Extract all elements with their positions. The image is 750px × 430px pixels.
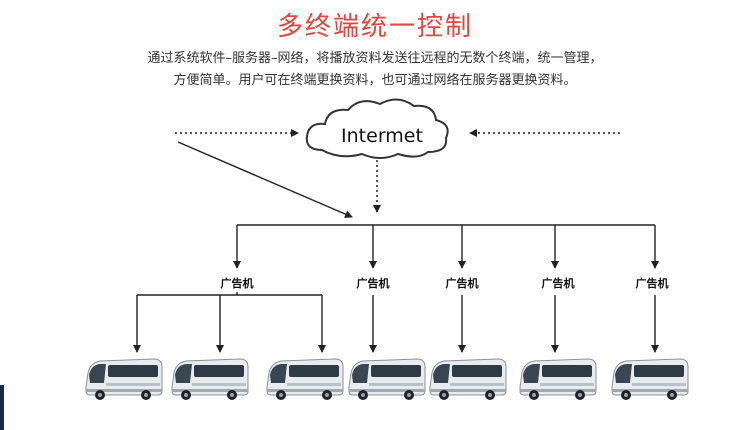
- bus-icon: [429, 358, 507, 401]
- player-label-4: 广告机: [542, 276, 575, 290]
- diagonal-arrow: [177, 141, 353, 218]
- player-label-5: 广告机: [636, 276, 669, 290]
- player-label-3: 广告机: [446, 276, 479, 290]
- cloud-label: Intermet: [341, 125, 423, 147]
- description-line-1: 通过系统软件–服务器–网络，将播放资料发送往远程的无数个终端，统一管理，: [147, 51, 603, 66]
- player-label-1: 广告机: [221, 276, 254, 290]
- bus-icon: [266, 358, 344, 401]
- page-title: 多终端统一控制: [276, 12, 473, 42]
- bus-icon: [611, 358, 689, 401]
- description-line-2: 方便简单。用户可在终端更换资料，也可通过网络在服务器更换资料。: [173, 73, 577, 88]
- cloud-icon: Intermet: [305, 98, 449, 159]
- player-label-2: 广告机: [357, 276, 390, 290]
- bus-icon: [519, 358, 597, 401]
- edge-bar: [0, 385, 4, 430]
- bus-icon: [348, 358, 426, 401]
- bus-icon: [171, 358, 249, 401]
- bus-icon: [85, 358, 163, 401]
